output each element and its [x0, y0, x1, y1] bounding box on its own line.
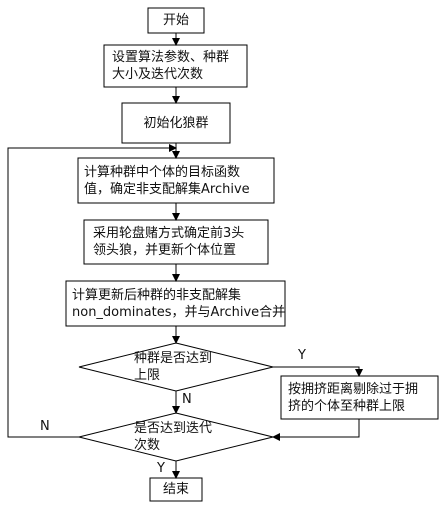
setup-line-2: 大小及迭代次数 [112, 67, 204, 82]
compute-line-1: 计算种群中个体的目标函数 [84, 164, 241, 180]
decision-iter-line-1: 是否达到迭代 [134, 421, 213, 436]
decision-iter-label: 是否达到迭代 次数 [134, 413, 234, 461]
decision-iter-line-2: 次数 [134, 438, 161, 453]
compute-box [77, 157, 275, 204]
setup-box [103, 44, 248, 88]
start-text: 开始 [162, 13, 189, 28]
update-box [65, 280, 286, 327]
compute-line-2: 值，确定非支配解集Archive [84, 181, 250, 197]
prune-box [280, 375, 439, 420]
label-no-iter: N [40, 419, 50, 434]
decision-size-label: 种群是否达到 上限 [134, 343, 234, 391]
decision-size-line-2: 上限 [134, 368, 161, 383]
update-line-2: non_dominates，并与Archive合并 [72, 304, 286, 320]
arrow-decision-iter-no-loop [7, 144, 177, 438]
select-line-2: 领头狼，并更新个体位置 [93, 243, 237, 258]
select-line-1: 采用轮盘赌方式确定前3头 [93, 226, 245, 241]
start-label: 开始 [148, 8, 204, 33]
label-yes-iter: Y [157, 461, 165, 476]
update-line-1: 计算更新后种群的非支配解集 [72, 287, 242, 303]
label-no-size: N [182, 392, 192, 407]
decision-size-line-1: 种群是否达到 [134, 351, 213, 366]
label-yes-size: Y [298, 348, 306, 363]
init-label: 初始化狼群 [122, 103, 230, 143]
compute-label: 计算种群中个体的目标函数 值，确定非支配解集Archive [84, 158, 272, 203]
update-label: 计算更新后种群的非支配解集 non_dominates，并与Archive合并 [72, 281, 286, 326]
arrow-decision-size-yes [273, 366, 363, 377]
setup-line-1: 设置算法参数、种群 [112, 50, 230, 65]
prune-line-1: 按拥挤距离剔除过于拥 [288, 381, 419, 397]
prune-line-2: 挤的个体至种群上限 [288, 398, 406, 414]
setup-label: 设置算法参数、种群 大小及迭代次数 [112, 45, 244, 87]
start-box [147, 7, 205, 34]
select-label: 采用轮盘赌方式确定前3头 领头狼，并更新个体位置 [93, 220, 265, 264]
arrow-prune-to-decision-iter [272, 419, 360, 441]
init-text: 初始化狼群 [143, 115, 209, 131]
end-label: 结束 [150, 478, 202, 501]
prune-label: 按拥挤距离剔除过于拥 挤的个体至种群上限 [288, 376, 436, 419]
end-text: 结束 [162, 482, 189, 497]
